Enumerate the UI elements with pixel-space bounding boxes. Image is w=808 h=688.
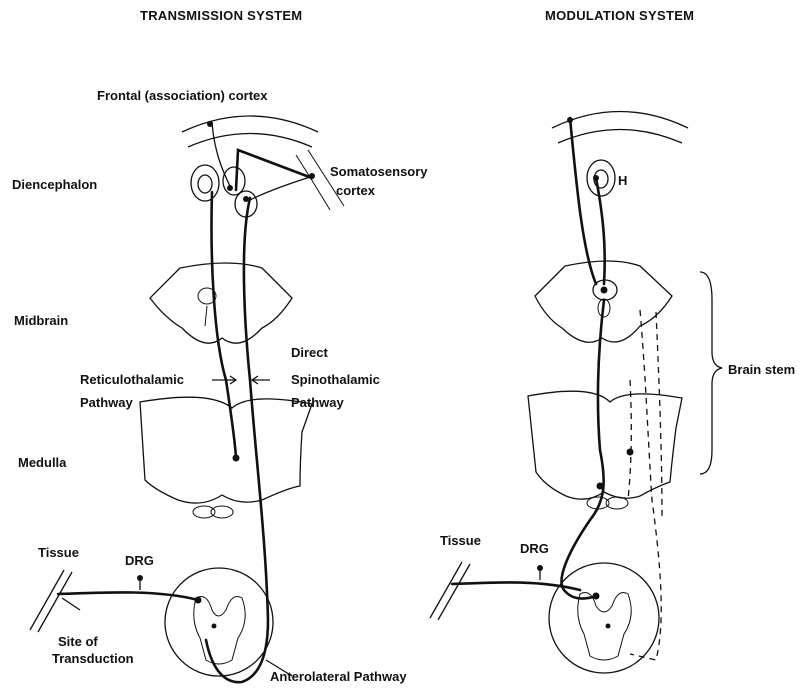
tissue-boundary-right xyxy=(430,562,470,620)
medulla-outline xyxy=(140,397,312,503)
pyramid-right xyxy=(211,506,233,518)
medulla-outline-right xyxy=(528,391,682,499)
neuron-medulla-right xyxy=(597,483,604,490)
neuron-pag xyxy=(601,287,608,294)
drg-cell-left xyxy=(137,575,143,581)
somatosensory-cortex-label: cortex xyxy=(336,183,375,198)
frontal-cortex-label: Frontal (association) cortex xyxy=(97,88,267,103)
midbrain-groove xyxy=(205,306,207,326)
site-of-label: Site of xyxy=(58,634,98,649)
somatosensory-projection xyxy=(250,176,314,200)
transduction-label: Transduction xyxy=(52,651,134,666)
neuron-thalamus-right xyxy=(243,196,249,202)
reticulothalamic-label: Reticulothalamic xyxy=(80,372,184,387)
neuron-somatosensory xyxy=(309,173,315,179)
brain-stem-brace xyxy=(700,272,722,474)
neuron-frontal-right xyxy=(567,117,573,123)
pyramid-left xyxy=(193,506,215,518)
anterolateral-pathway-label: Anterolateral Pathway xyxy=(270,669,407,684)
spinothalamic-fiber xyxy=(206,198,268,682)
drg-label-left: DRG xyxy=(125,553,154,568)
thalamus-outline-mid xyxy=(223,167,245,195)
modulation-anatomy xyxy=(430,112,722,674)
spinothalamic-fiber-upper xyxy=(236,150,312,190)
descending-dashed-2 xyxy=(656,312,662,520)
neuron-central-left xyxy=(212,624,217,629)
diencephalon-label: Diencephalon xyxy=(12,177,97,192)
thalamus-inner-left xyxy=(198,175,212,193)
tissue-label-right: Tissue xyxy=(440,533,481,548)
reticulothalamic-pathway-label: Pathway xyxy=(80,395,133,410)
neuron-central-right xyxy=(606,624,611,629)
descending-fiber-hypothalamus xyxy=(596,178,605,284)
midbrain-label: Midbrain xyxy=(14,313,68,328)
direct-label: Direct xyxy=(291,345,328,360)
spinothalamic-label: Spinothalamic xyxy=(291,372,380,387)
modulation-system-header: MODULATION SYSTEM xyxy=(545,8,694,23)
reticulothalamic-fiber xyxy=(212,192,236,460)
spinal-cord-left xyxy=(165,568,273,676)
frontal-projection xyxy=(212,122,230,186)
neuron-medulla xyxy=(233,455,240,462)
brain-stem-label: Brain stem xyxy=(728,362,795,377)
tissue-label-left: Tissue xyxy=(38,545,79,560)
medulla-label: Medulla xyxy=(18,455,66,470)
cortex-outline-inner-right xyxy=(558,130,682,144)
drg-label-right: DRG xyxy=(520,541,549,556)
descending-dashed-3 xyxy=(628,380,631,500)
hypothalamus-outline xyxy=(587,160,615,196)
somatosensory-cortex-arcs xyxy=(296,150,344,210)
cortex-outline-inner-left xyxy=(188,134,312,148)
neuron-hypothalamus xyxy=(593,175,599,181)
neuron-dorsal-horn-right xyxy=(593,593,600,600)
neuron-frontal xyxy=(207,121,213,127)
midbrain-outline xyxy=(150,263,292,343)
cortex-outline-outer-left xyxy=(182,116,318,132)
somatosensory-label: Somatosensory xyxy=(330,164,428,179)
drg-cell-right xyxy=(537,565,543,571)
neuron-thalamus-left xyxy=(227,185,233,191)
transmission-system-header: TRANSMISSION SYSTEM xyxy=(140,8,302,23)
neuron-dorsal-horn-left xyxy=(195,597,202,604)
descending-fiber-frontal xyxy=(570,118,596,284)
primary-afferent-left xyxy=(58,592,198,600)
hypothalamus-h-label: H xyxy=(618,173,627,188)
spinal-gray-matter-right xyxy=(578,593,631,661)
neuron-raphe xyxy=(627,449,634,456)
transduction-arrow xyxy=(62,598,80,610)
arrow-spinothalamic xyxy=(252,376,270,384)
spinothalamic-pathway-label: Pathway xyxy=(291,395,344,410)
descending-dashed-1 xyxy=(630,310,661,660)
thalamus-outline-left xyxy=(191,165,219,201)
spinal-gray-matter-left xyxy=(194,597,245,665)
descending-fiber-brainstem xyxy=(562,300,604,598)
